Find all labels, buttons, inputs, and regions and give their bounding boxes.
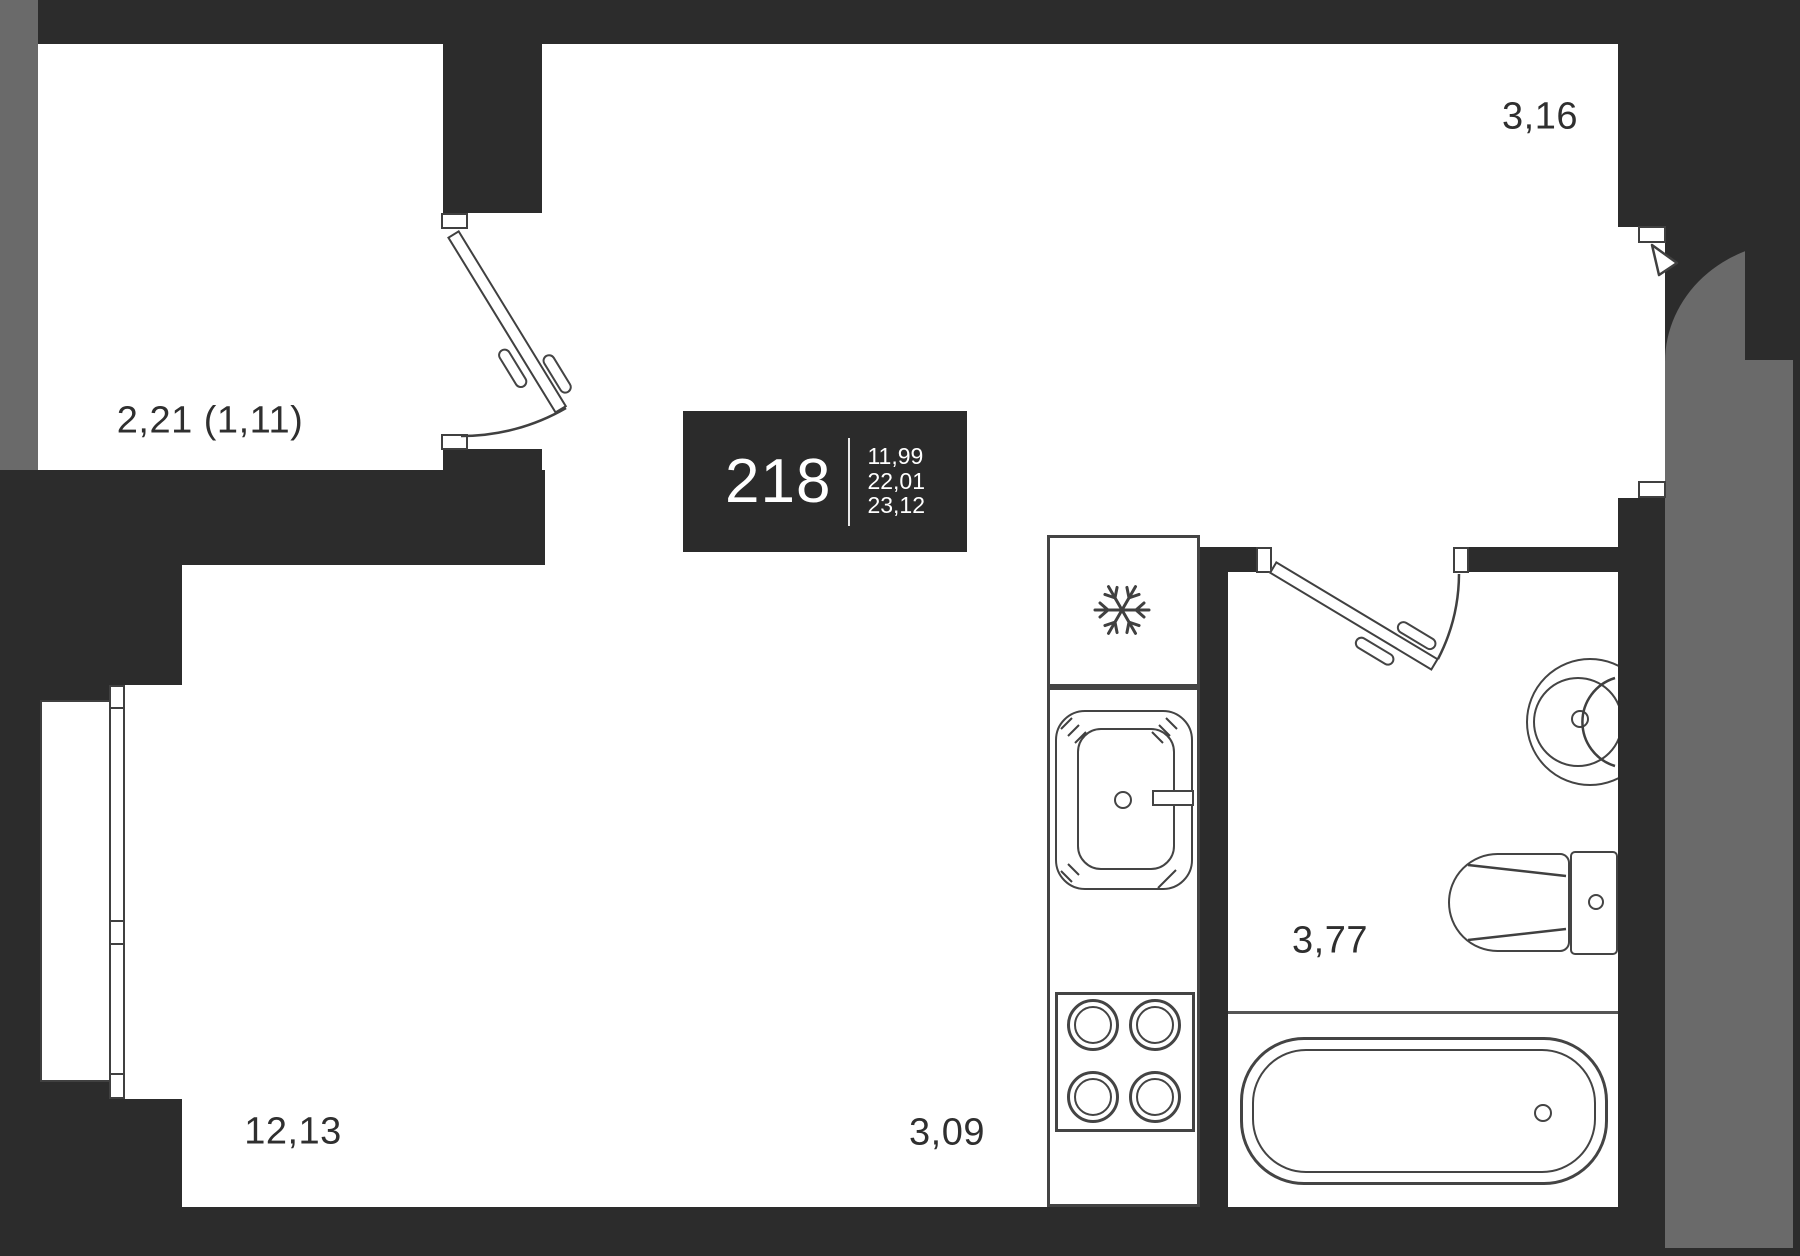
toilet-bowl [1448, 853, 1570, 952]
window-mullion-top [109, 685, 125, 709]
unit-info-divider [848, 437, 851, 526]
window-frame [109, 685, 125, 1099]
bathroom-door-arc [1436, 573, 1461, 660]
kitchen-sink-handle [1152, 790, 1194, 806]
corridor-floor [1665, 242, 1795, 1250]
entrance-door-opening [1618, 227, 1640, 497]
wall-entry-pillar [1618, 44, 1665, 227]
unit-info-box: 218 11,99 22,01 23,12 [683, 411, 967, 552]
balcony-exterior-strip [0, 0, 38, 470]
bathroom-door-frame-right [1453, 547, 1469, 573]
bathroom-door-frame-left [1256, 547, 1272, 573]
wall-kitchen-strip-top [1200, 547, 1220, 572]
stove-burner [1067, 1071, 1119, 1123]
bathroom-door-leaf [1268, 561, 1439, 671]
entrance-door-frame-top [1638, 226, 1666, 243]
wall-bath-top-left [1220, 547, 1258, 572]
balcony-door-frame-top [441, 213, 468, 229]
toilet-tank [1570, 851, 1618, 955]
bathtub-zone-line [1228, 1011, 1618, 1014]
stove-burner [1067, 999, 1119, 1051]
room-label-bathroom: 3,77 [1292, 919, 1368, 962]
wall-right-lower [1618, 498, 1665, 1207]
wall-bottom [0, 1207, 1665, 1256]
wall-corridor-bottom-border [1665, 1248, 1800, 1256]
wall-under-balcony-door [443, 449, 542, 470]
balcony-door-leaf [447, 230, 575, 414]
balcony-door-arc [460, 406, 567, 438]
room-label-living: 12,13 [244, 1110, 342, 1153]
balcony-door-frame-bottom [441, 434, 468, 450]
room-label-hallway: 3,16 [1502, 95, 1578, 138]
bathroom-door-handle [1352, 634, 1397, 669]
wall-right-border [1793, 0, 1800, 1256]
wall-top [38, 0, 1800, 44]
wall-corridor-step [1745, 242, 1800, 360]
room-label-balcony: 2,21 (1,11) [116, 399, 304, 442]
balcony-door-handle [540, 351, 575, 397]
window-outer-ledge [40, 700, 112, 1082]
room-label-kitchen: 3,09 [909, 1111, 985, 1154]
unit-number: 218 [724, 447, 832, 516]
stove-burner [1129, 999, 1181, 1051]
wall-balcony-pillar [443, 44, 542, 213]
toilet-flush-button [1588, 894, 1604, 910]
wall-bath-top-right [1467, 547, 1618, 572]
bathtub-drain [1534, 1104, 1552, 1122]
window-mullion-bottom [109, 1073, 125, 1099]
unit-area-overall: 23,12 [867, 492, 925, 519]
stove-burner [1129, 1071, 1181, 1123]
entrance-door-frame-bottom [1638, 481, 1666, 498]
unit-area-total: 22,01 [867, 467, 925, 494]
kitchen-sink-faucet-dot [1114, 791, 1132, 809]
unit-area-living: 11,99 [867, 442, 924, 469]
wall-kitchen-strip [1200, 572, 1228, 1207]
bath-sink-faucet-dot [1571, 710, 1589, 728]
fridge [1047, 535, 1200, 687]
balcony-door-handle [495, 346, 530, 391]
bathroom-door-handle [1394, 618, 1439, 653]
unit-areas: 11,99 22,01 23,12 [867, 442, 925, 519]
window-mullion-middle [109, 920, 125, 945]
